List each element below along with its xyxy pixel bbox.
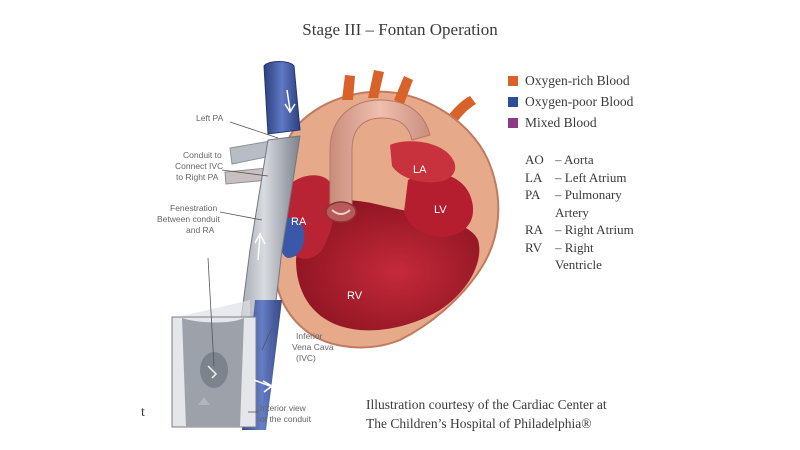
stray-character: t [141, 405, 145, 420]
label-left-pa: Left PA [196, 113, 224, 123]
chamber-label-ra: RA [291, 216, 307, 228]
superior-vena-cava [263, 61, 301, 135]
abbr-row-pa: PA – Pulmonary [525, 186, 634, 204]
legend-swatch [508, 96, 518, 107]
legend-swatch [508, 117, 518, 128]
chamber-label-rv: RV [347, 290, 363, 302]
abbr-code: PA [525, 187, 541, 202]
chamber-label-lv: LV [434, 204, 447, 216]
legend-item-mixed: Mixed Blood [508, 112, 633, 133]
credit-line-2: The Children’s Hospital of Philadelphia® [366, 416, 592, 431]
label-conduit-1: Conduit to [183, 150, 222, 160]
abbreviation-key: AO – Aorta LA – Left Atrium PA – Pulmona… [525, 151, 634, 274]
leader-lines [207, 121, 279, 413]
abbr-text: – Aorta [555, 152, 594, 167]
legend: Oxygen-rich Blood Oxygen-poor Blood Mixe… [508, 70, 633, 133]
label-conduit-2: Connect IVC [175, 161, 223, 171]
label-ivc-3: (IVC) [296, 353, 316, 363]
abbr-code: RV [525, 239, 543, 255]
legend-item-oxygen-poor: Oxygen-poor Blood [508, 91, 633, 112]
aorta [325, 70, 431, 223]
left-ventricle [404, 173, 474, 237]
left-atrium [390, 141, 456, 183]
conduit-interior-inset [171, 300, 257, 428]
abbr-code: RA [525, 222, 544, 237]
chamber-label-la: LA [413, 164, 427, 176]
legend-label: Oxygen-poor Blood [525, 93, 634, 109]
abbr-text: – Left Atrium [555, 169, 627, 185]
page-title: Stage III – Fontan Operation [302, 20, 498, 39]
label-interior-1: Interior view [260, 403, 307, 413]
abbr-row-la: LA – Left Atrium [525, 169, 634, 187]
abbr-continuation: Ventricle [555, 257, 602, 272]
credit-line-1: Illustration courtesy of the Cardiac Cen… [366, 397, 607, 412]
abbr-row-ao: AO – Aorta [525, 151, 634, 169]
label-interior-2: of the conduit [260, 414, 312, 424]
abbr-row-ra: RA – Right Atrium [525, 221, 634, 239]
label-ivc-1: Inferior [296, 331, 323, 341]
legend-item-oxygen-rich: Oxygen-rich Blood [508, 70, 633, 91]
illustration-credit: Illustration courtesy of the Cardiac Cen… [366, 395, 607, 433]
abbr-continuation: Artery [555, 204, 589, 220]
abbr-text: – Right Atrium [555, 222, 634, 237]
label-conduit-3: to Right PA [176, 172, 219, 182]
flow-arrows [253, 89, 296, 393]
abbr-code: LA [525, 169, 543, 185]
abbr-row-rv: RV – Right [525, 239, 634, 257]
label-fenestration-2: Between conduit [157, 214, 220, 224]
abbr-text: – Right [555, 239, 594, 255]
label-ivc-2: Vena Cava [292, 342, 334, 352]
legend-label: Mixed Blood [525, 114, 597, 130]
legend-swatch [508, 75, 518, 86]
abbr-text: – Pulmonary [555, 187, 622, 202]
label-fenestration-1: Fenestration [170, 203, 218, 213]
label-fenestration-3: and RA [186, 225, 215, 235]
legend-label: Oxygen-rich Blood [525, 72, 630, 88]
abbr-code: AO [525, 152, 544, 167]
